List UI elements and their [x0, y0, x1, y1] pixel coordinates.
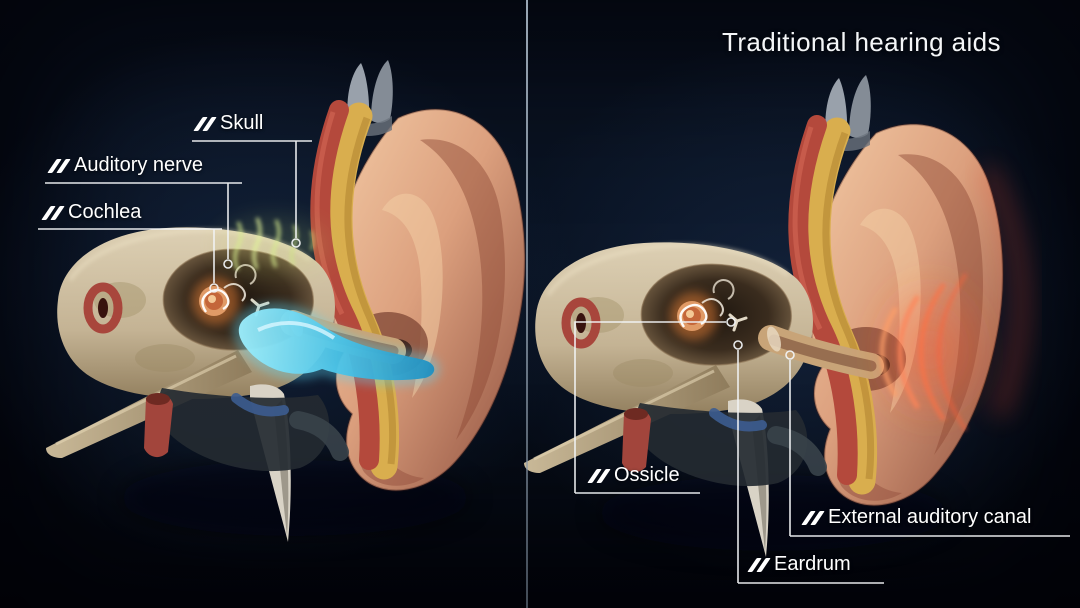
sound-wave-glow-red — [860, 164, 1029, 435]
label-eardrum-text: Eardrum — [774, 553, 851, 575]
right-ear-illustration — [524, 75, 1029, 557]
panel-divider — [526, 0, 528, 608]
label-eardrum: Eardrum — [747, 553, 851, 576]
label-external-auditory-canal-text: External auditory canal — [828, 506, 1032, 528]
label-auditory-nerve: Auditory nerve — [47, 154, 203, 177]
label-ossicle-text: Ossicle — [614, 464, 680, 486]
double-slash-icon — [47, 158, 71, 173]
label-cochlea-text: Cochlea — [68, 201, 142, 223]
double-slash-icon — [801, 510, 825, 525]
double-slash-icon — [193, 116, 217, 131]
label-skull-text: Skull — [220, 112, 264, 134]
right-panel-title: Traditional hearing aids — [722, 27, 1001, 57]
label-ossicle: Ossicle — [587, 464, 680, 487]
sound-wave-glow-green — [216, 216, 332, 276]
double-slash-icon — [747, 557, 771, 572]
label-skull: Skull — [193, 112, 264, 135]
label-cochlea: Cochlea — [41, 201, 142, 224]
double-slash-icon — [41, 205, 65, 220]
label-auditory-nerve-text: Auditory nerve — [74, 154, 203, 176]
left-ear-illustration — [46, 60, 525, 542]
double-slash-icon — [587, 468, 611, 483]
blue-fluid-overlay — [233, 303, 440, 386]
leader-lines — [38, 140, 1070, 584]
label-external-auditory-canal: External auditory canal — [801, 506, 1032, 529]
